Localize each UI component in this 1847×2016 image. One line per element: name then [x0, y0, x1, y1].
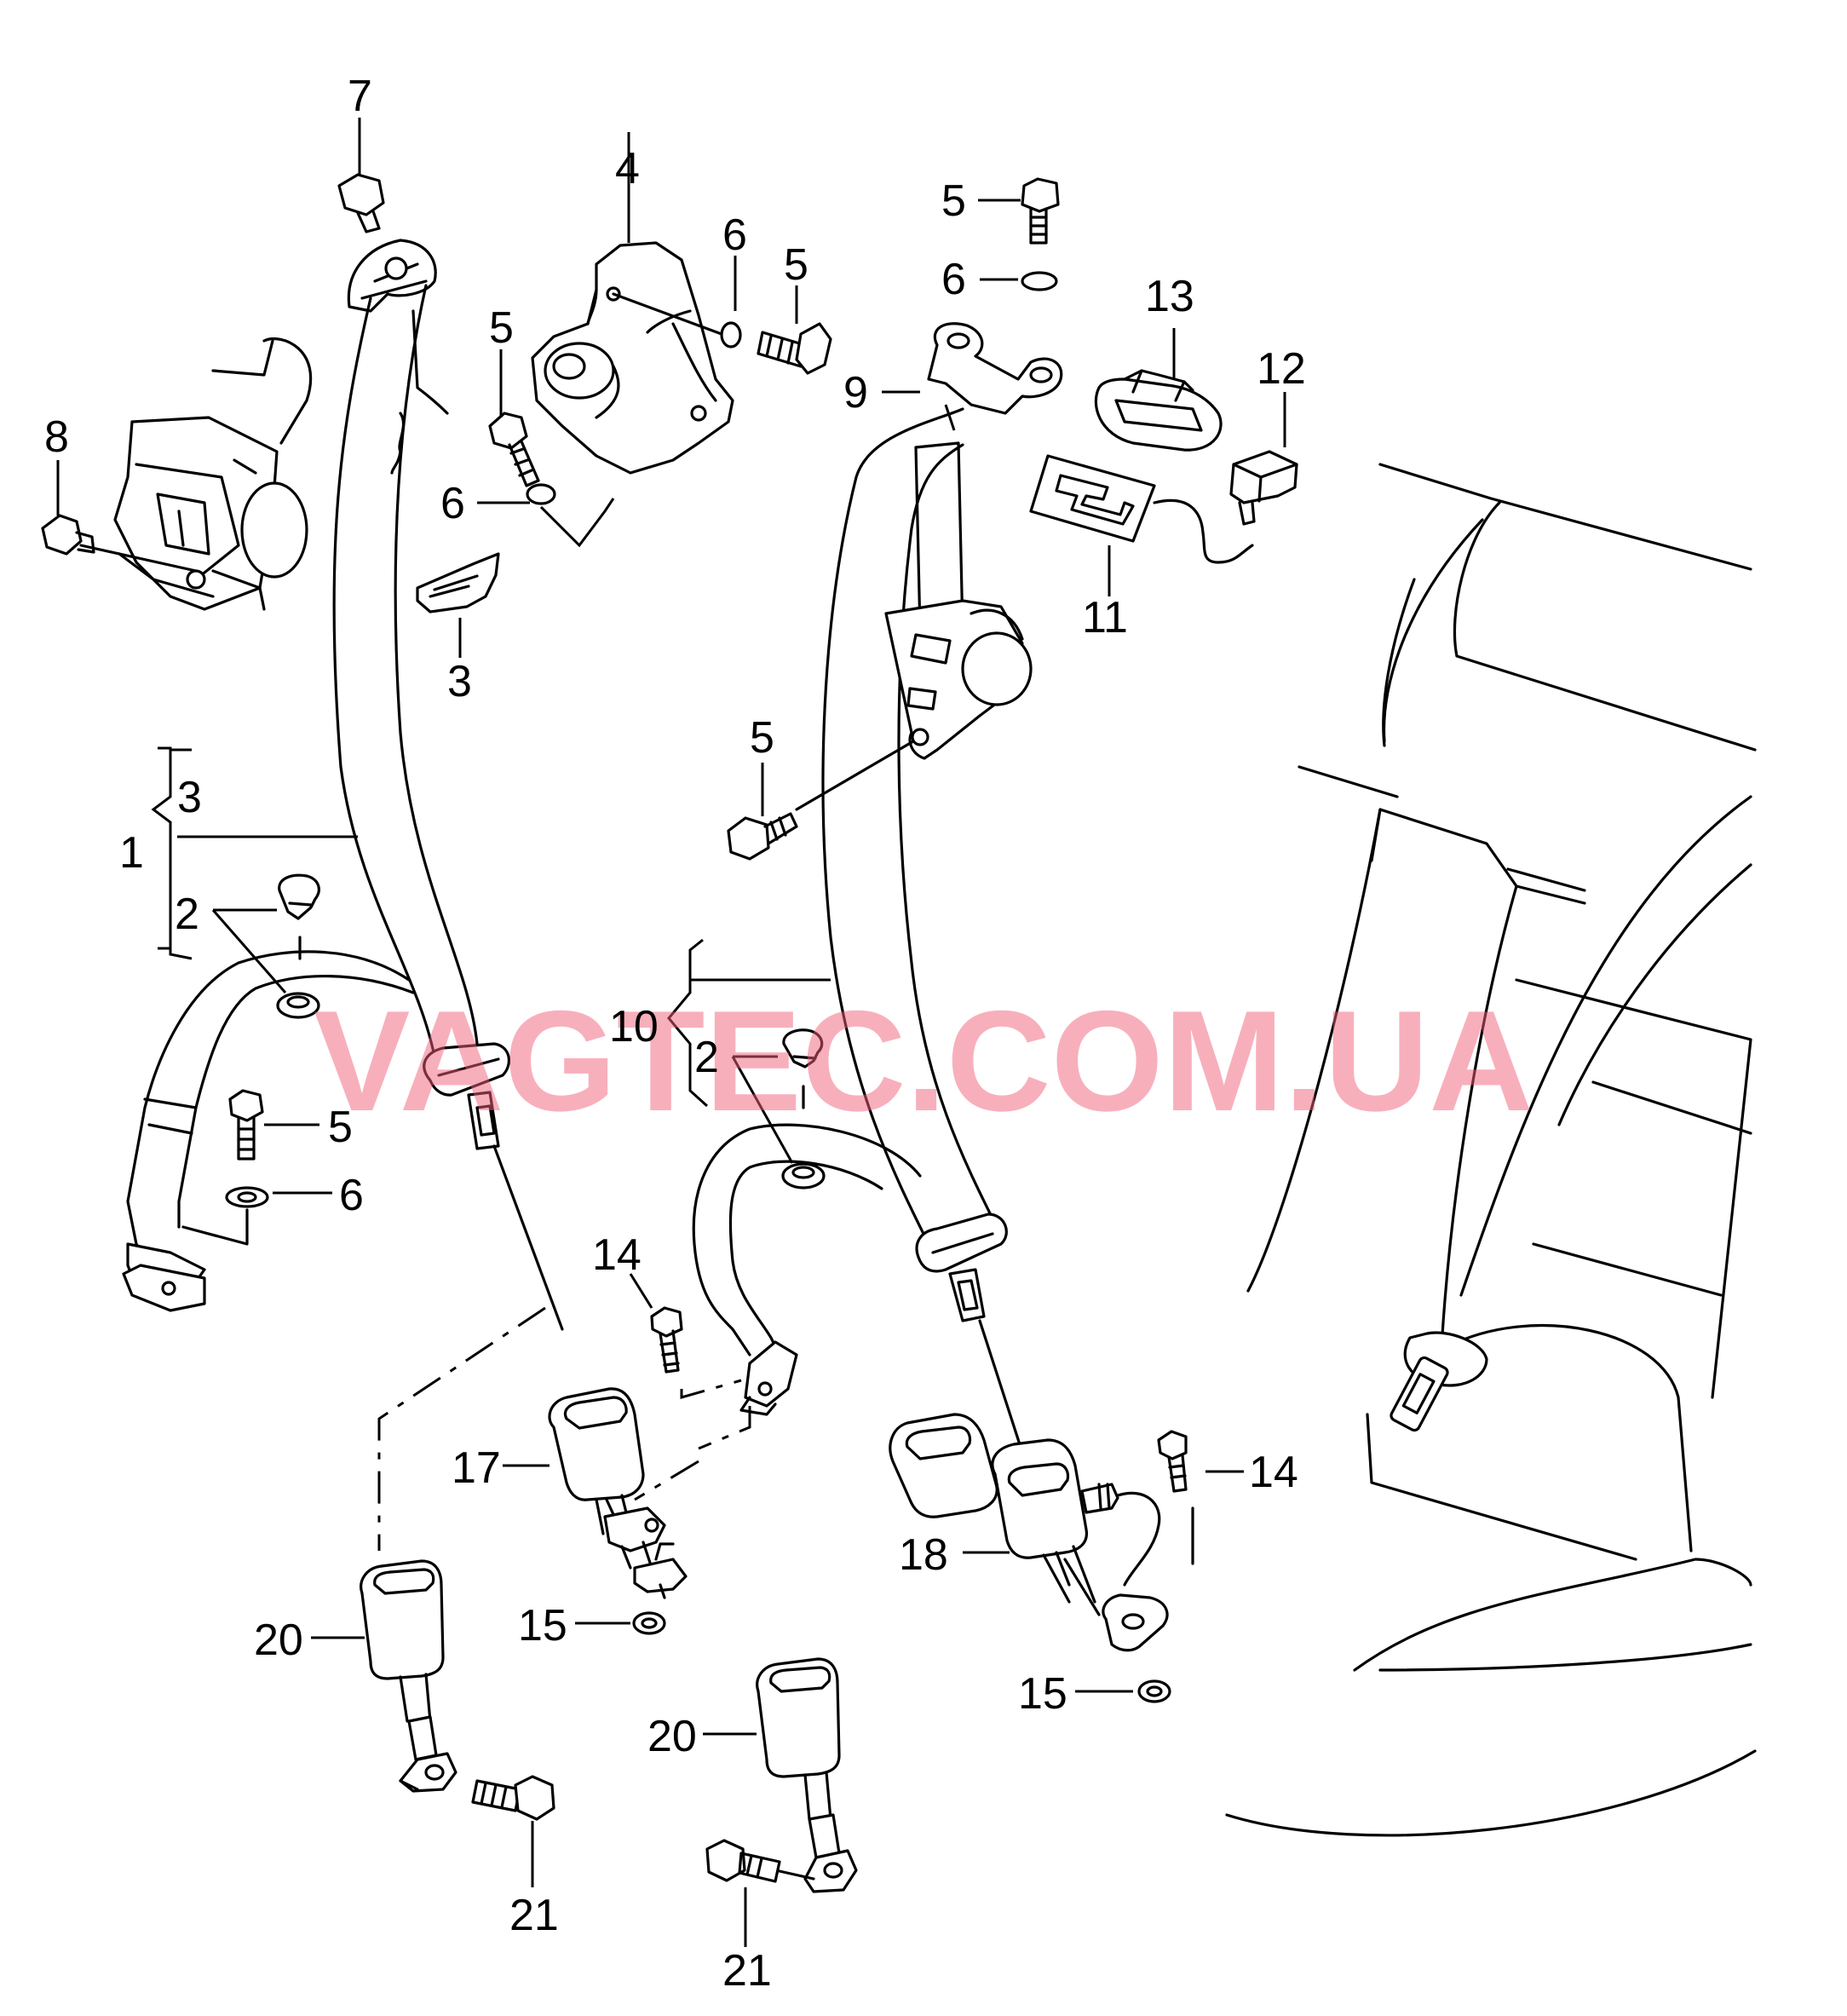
center-lap-belt: [692, 1123, 922, 1416]
callout-6a: 6: [722, 210, 747, 260]
leader-lines: [56, 118, 1286, 1947]
bolt-7: [337, 173, 385, 233]
bolt-21b: [705, 1839, 815, 1883]
bolt-5c: [1021, 177, 1060, 245]
callout-6d: 6: [339, 1171, 364, 1220]
bolt-14b: [1157, 1430, 1194, 1565]
callout-9: 9: [843, 368, 868, 418]
grommet-2a: [276, 992, 320, 1019]
washer-15a: [632, 1611, 666, 1635]
callout-5d: 5: [750, 713, 774, 763]
center-tongue: [915, 1212, 1028, 1467]
callout-5a: 5: [784, 240, 808, 290]
callout-1: 1: [119, 828, 144, 878]
callout-11: 11: [1082, 593, 1128, 642]
bolt-5e: [228, 1089, 264, 1161]
bolt-5b: [488, 412, 540, 487]
assembly-lines: [377, 1306, 751, 1551]
callout-2a: 2: [175, 890, 199, 939]
trim-cover-3: [416, 552, 500, 613]
rear-seat-outline: [1225, 463, 1757, 1837]
callout-8: 8: [44, 412, 69, 462]
washer-6d: [225, 1186, 269, 1208]
callout-6b: 6: [440, 479, 465, 528]
callout-labels: 7 4 6 5 5 6 8 3 5 6 13 12 9 11 5 3 1 2 5…: [44, 72, 1306, 1996]
bolt-21a: [471, 1775, 555, 1821]
bolt-5d: [727, 812, 798, 861]
callout-20b: 20: [647, 1712, 697, 1761]
washer-6b: [526, 483, 556, 505]
washer-15b: [1137, 1679, 1171, 1703]
washer-6c: [1021, 271, 1058, 291]
anchor-bracket-4: [531, 241, 734, 475]
buckle-18: [889, 1413, 1169, 1652]
buckle-20b: [756, 1657, 858, 1893]
upper-belt-loop: [347, 239, 437, 313]
callout-18: 18: [899, 1530, 948, 1580]
callout-15a: 15: [518, 1601, 567, 1650]
callout-13: 13: [1145, 272, 1194, 321]
callout-5c: 5: [941, 176, 966, 226]
callout-14b: 14: [1249, 1448, 1298, 1497]
callout-21b: 21: [722, 1946, 772, 1996]
callout-5b: 5: [489, 303, 514, 353]
callout-5e: 5: [328, 1103, 353, 1152]
callout-15b: 15: [1018, 1669, 1067, 1719]
plug-2a: [278, 873, 320, 960]
center-retractor: [795, 599, 1033, 811]
callout-21a: 21: [509, 1891, 559, 1940]
belt-guide-plate-9: [927, 322, 1063, 415]
bolt-14a: [650, 1306, 683, 1374]
watermark-text: VAGTEC.COM.UA: [314, 981, 1533, 1141]
washer-6a: [720, 321, 742, 348]
callout-6c: 6: [941, 255, 966, 304]
buckle-17: [548, 1387, 688, 1599]
callout-7: 7: [348, 72, 372, 121]
left-belt-retractor: [113, 337, 313, 611]
left-belt-webbing: [332, 284, 564, 1331]
callout-4: 4: [615, 144, 640, 193]
bracket-11: [1029, 454, 1254, 564]
callout-10: 10: [609, 1002, 659, 1051]
bolt-8: [41, 514, 198, 573]
callout-20a: 20: [254, 1616, 303, 1665]
callout-17: 17: [452, 1443, 501, 1493]
left-lap-belt: [122, 950, 415, 1312]
callout-3b: 3: [177, 773, 202, 822]
buckle-20a: [360, 1559, 457, 1793]
plug-2b: [782, 1028, 824, 1109]
bolt-5a: [757, 322, 832, 375]
connector-13: [1094, 369, 1223, 452]
callout-3a: 3: [447, 657, 472, 706]
plug-12: [1229, 450, 1298, 526]
callout-2b: 2: [694, 1033, 719, 1082]
callout-14a: 14: [592, 1230, 642, 1280]
callout-12: 12: [1257, 344, 1306, 394]
grommet-2b: [781, 1162, 826, 1189]
